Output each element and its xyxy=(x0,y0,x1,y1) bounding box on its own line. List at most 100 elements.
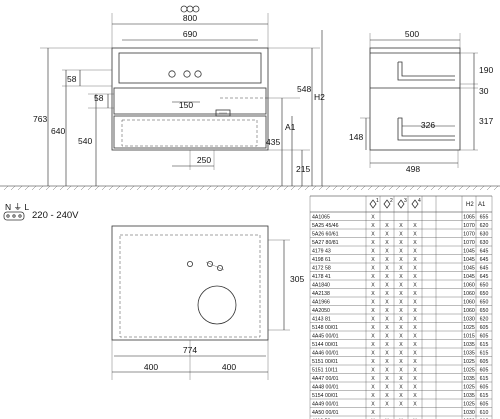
table-cell-mark: X xyxy=(371,393,375,399)
table-cell-mark: X xyxy=(385,248,389,254)
table-cell-h2: 1015 xyxy=(463,333,475,339)
table-cell-mark: X xyxy=(399,240,403,246)
table-cell-mark: X xyxy=(385,384,389,390)
orientation-icon xyxy=(411,199,419,209)
table-cell-h2: 1060 xyxy=(463,282,475,288)
table-cell-code: 4A2050 xyxy=(312,308,330,314)
table-cell-mark: X xyxy=(413,223,417,229)
table-cell-h2: 1045 xyxy=(463,248,475,254)
table-cell-a1: 605 xyxy=(480,325,489,331)
table-cell-mark: X xyxy=(413,325,417,331)
table-cell-code: 4A47 00/01 xyxy=(312,376,339,382)
table-cell-mark: X xyxy=(385,333,389,339)
table-cell-mark: X xyxy=(413,248,417,254)
dim-58-mid: 58 xyxy=(94,93,104,103)
table-cell-mark: X xyxy=(385,316,389,322)
table-cell-mark: X xyxy=(385,376,389,382)
table-cell-mark: X xyxy=(371,257,375,263)
table-cell-h2: 1035 xyxy=(463,342,475,348)
table-cell-h2: 1065 xyxy=(463,214,475,220)
table-cell-mark: X xyxy=(413,376,417,382)
table-cell-a1: 610 xyxy=(480,410,489,416)
table-cell-code: 4A46 00/01 xyxy=(312,350,339,356)
dim-250: 250 xyxy=(197,155,211,165)
siphon-icon xyxy=(180,5,200,13)
table-cell-h2: 1025 xyxy=(463,401,475,407)
table-cell-a1: 650 xyxy=(480,282,489,288)
table-cell-a1: 605 xyxy=(480,384,489,390)
table-cell-mark: X xyxy=(413,291,417,297)
table-col-num: 3 xyxy=(404,198,407,204)
table-cell-code: 4A49 00/01 xyxy=(312,401,339,407)
table-cell-mark: X xyxy=(413,308,417,314)
top-view: 305 774 400 400 xyxy=(111,225,304,380)
table-cell-mark: X xyxy=(399,231,403,237)
table-cell-mark: X xyxy=(413,401,417,407)
table-cell-mark: X xyxy=(385,308,389,314)
table-cell-a1: 645 xyxy=(480,274,489,280)
table-cell-a1: 615 xyxy=(480,393,489,399)
table-cell-mark: X xyxy=(413,384,417,390)
dim-326: 326 xyxy=(421,120,435,130)
dim-540: 540 xyxy=(78,136,92,146)
table-cell-mark: X xyxy=(413,257,417,263)
table-cell-mark: X xyxy=(371,248,375,254)
table-cell-mark: X xyxy=(371,265,375,271)
table-cell-mark: X xyxy=(385,265,389,271)
table-cell-mark: X xyxy=(371,401,375,407)
table-cell-h2: 1045 xyxy=(463,265,475,271)
table-cell-mark: X xyxy=(371,333,375,339)
table-cell-mark: X xyxy=(385,401,389,407)
dim-150: 150 xyxy=(179,100,193,110)
table-cell-mark: X xyxy=(371,299,375,305)
table-cell-mark: X xyxy=(371,384,375,390)
voltage-label: 220 - 240V xyxy=(32,210,79,221)
table-cell-mark: X xyxy=(371,274,375,280)
table-cell-mark: X xyxy=(371,231,375,237)
dim-400-right: 400 xyxy=(222,362,236,372)
table-cell-mark: X xyxy=(385,291,389,297)
table-cell-code: 5A26 60/61 xyxy=(312,231,339,237)
table-cell-h2: 1060 xyxy=(463,291,475,297)
nel-label: N ⏚ L xyxy=(5,202,29,212)
table-cell-mark: X xyxy=(413,316,417,322)
basin-top xyxy=(118,52,262,84)
dim-58-top: 58 xyxy=(67,74,77,84)
table-cell-code: 4179 43 xyxy=(312,248,331,254)
table-cell-a1: 630 xyxy=(480,240,489,246)
cabinet-outline xyxy=(111,47,269,151)
table-cell-mark: X xyxy=(371,350,375,356)
label-h2: H2 xyxy=(314,92,325,102)
top-outline xyxy=(111,225,269,341)
table-cell-h2: 1045 xyxy=(463,274,475,280)
table-cell-h2: 1035 xyxy=(463,393,475,399)
lower-drawer xyxy=(113,115,267,149)
table-cell-mark: X xyxy=(371,223,375,229)
table-cell-mark: X xyxy=(399,248,403,254)
table-cell-code: 4A45 00/01 xyxy=(312,333,339,339)
table-cell-mark: X xyxy=(371,367,375,373)
table-cell-mark: X xyxy=(385,231,389,237)
table-cell-code: 4A1966 xyxy=(312,299,330,305)
table-cell-mark: X xyxy=(399,325,403,331)
table-cell-mark: X xyxy=(385,367,389,373)
table-cell-mark: X xyxy=(399,342,403,348)
table-cell-mark: X xyxy=(385,359,389,365)
table-cell-a1: 620 xyxy=(480,223,489,229)
table-cell-mark: X xyxy=(385,223,389,229)
table-cell-mark: X xyxy=(413,350,417,356)
table-cell-a1: 620 xyxy=(480,316,489,322)
table-cell-mark: X xyxy=(385,282,389,288)
table-cell-code: 5154 00/01 xyxy=(312,393,338,399)
table-cell-mark: X xyxy=(371,282,375,288)
dim-763: 763 xyxy=(33,114,47,124)
table-cell-a1: 645 xyxy=(480,248,489,254)
table-cell-code: 5151 10/11 xyxy=(312,367,338,373)
table-cell-mark: X xyxy=(399,223,403,229)
table-cell-a1: 615 xyxy=(480,342,489,348)
